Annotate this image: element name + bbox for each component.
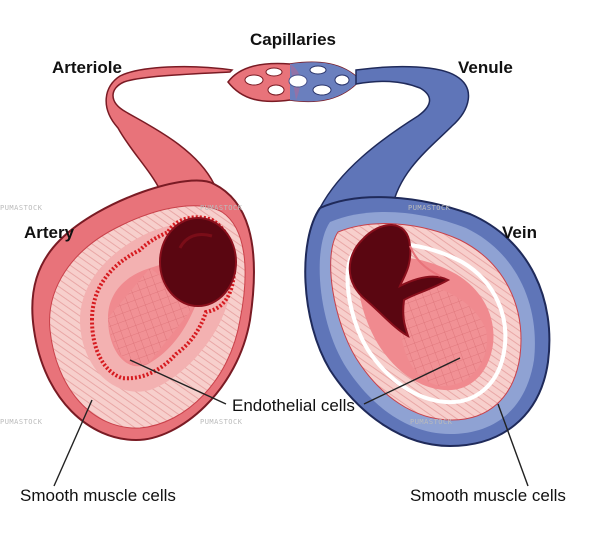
watermark: PUMASTOCK — [410, 418, 453, 426]
arteriole-tube — [105, 65, 234, 191]
smooth-muscle-left-label: Smooth muscle cells — [20, 486, 176, 505]
watermark: PUMASTOCK — [200, 418, 243, 426]
capillaries-label: Capillaries — [250, 30, 336, 49]
vein-cross-section — [304, 196, 551, 448]
watermark: PUMASTOCK — [0, 418, 43, 426]
capillary-network — [227, 61, 362, 103]
arteriole-label: Arteriole — [52, 58, 122, 77]
venule-label: Venule — [458, 58, 513, 77]
artery-cross-section — [31, 179, 255, 442]
smooth-muscle-right-label: Smooth muscle cells — [410, 486, 566, 505]
watermark: PUMASTOCK — [200, 204, 243, 212]
artery-label: Artery — [24, 223, 75, 242]
pointer-lines — [53, 357, 529, 487]
watermark: PUMASTOCK — [408, 204, 451, 212]
vein-label: Vein — [502, 223, 537, 242]
watermark: PUMASTOCK — [0, 204, 43, 212]
endothelial-cells-label: Endothelial cells — [232, 396, 355, 415]
